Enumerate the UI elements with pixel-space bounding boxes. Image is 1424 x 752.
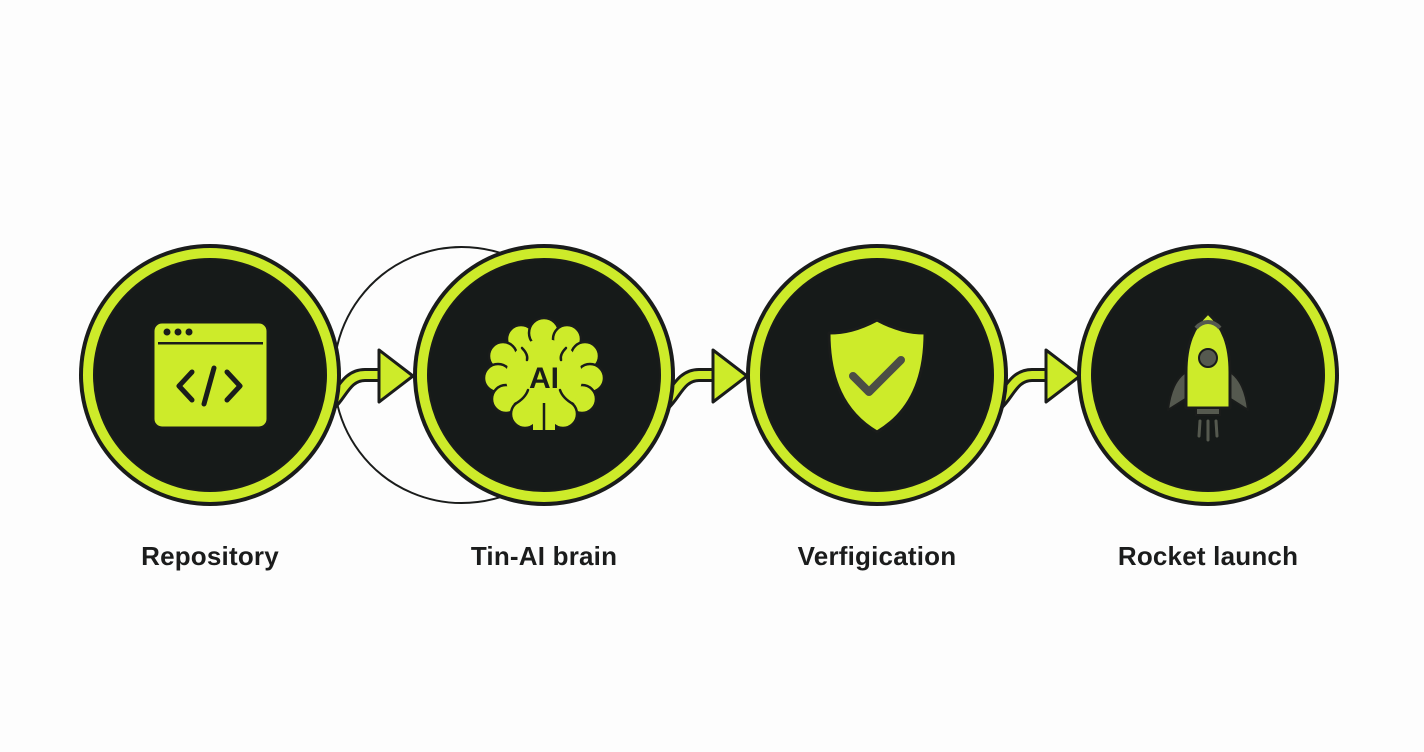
ai-text: AI [529, 362, 559, 395]
arrow-head-icon [1044, 348, 1082, 404]
step-label-repository: Repository [141, 541, 279, 571]
step-label-verification: Verfigication [797, 541, 957, 571]
step-ai-brain-node: AI [413, 244, 675, 506]
step-rocket-node [1077, 244, 1339, 506]
step-label-rocket-launch: Rocket launch [1117, 541, 1299, 571]
shield-check-icon [827, 318, 927, 434]
rocket-icon [1167, 311, 1249, 442]
arrow-head-icon [377, 348, 415, 404]
code-window-icon [151, 320, 270, 430]
step-repository-node [79, 244, 591, 506]
step-label-ai-brain: Tin-AI brain [470, 541, 618, 571]
step-verification-node [746, 244, 1008, 506]
arrow-head-icon [711, 348, 749, 404]
ai-brain-icon: AI [482, 316, 606, 430]
